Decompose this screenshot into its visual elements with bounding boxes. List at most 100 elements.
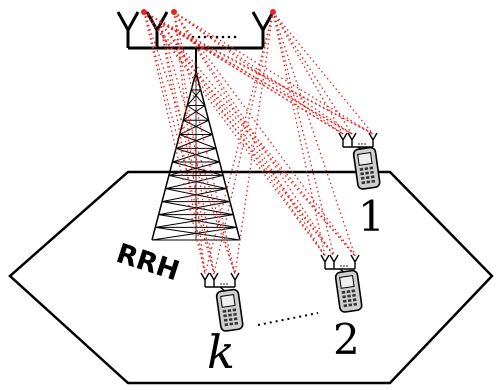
- cell-hexagon: [8, 170, 494, 385]
- link-line: [143, 11, 335, 257]
- antenna-dot: [358, 143, 360, 145]
- phone-key: [365, 176, 370, 180]
- phone-key: [228, 318, 233, 322]
- tower-brace: [179, 134, 217, 149]
- antenna-dot: [364, 143, 366, 145]
- phone-key: [234, 321, 239, 325]
- phone-key: [227, 309, 232, 313]
- phone-key: [233, 317, 238, 321]
- link-line: [159, 21, 236, 275]
- user-k-label: k: [207, 325, 235, 379]
- antenna-dot: [340, 265, 342, 267]
- antenna-dot: [343, 265, 345, 267]
- link-line: [234, 11, 274, 275]
- link-line: [272, 11, 353, 135]
- user-2-device: [320, 254, 363, 313]
- phone-key: [365, 171, 369, 175]
- link-line: [272, 11, 326, 257]
- link-line: [272, 11, 344, 135]
- phone-key: [223, 318, 228, 322]
- tower-leg: [151, 71, 197, 241]
- tower-brace: [172, 147, 217, 163]
- users-dotted-connector: [257, 312, 319, 326]
- tower-brace: [158, 201, 231, 216]
- phone-key: [222, 309, 227, 313]
- phone-key: [228, 313, 232, 317]
- link-line: [272, 11, 374, 135]
- antenna-icon: [116, 11, 140, 48]
- phone-key: [346, 290, 351, 294]
- link-line: [143, 11, 236, 275]
- antenna-icon: [200, 272, 210, 287]
- tower-icon: [151, 48, 241, 241]
- link-line: [159, 21, 326, 257]
- link-line: [173, 11, 326, 257]
- phone-key: [352, 293, 356, 297]
- phone-key: [229, 322, 234, 326]
- link-line: [173, 11, 356, 257]
- link-line: [143, 11, 215, 275]
- antenna-icon: [329, 254, 339, 269]
- mobile-phone-icon: [215, 288, 244, 332]
- antenna-icon: [347, 132, 357, 147]
- link-line: [143, 11, 353, 135]
- phone-key: [352, 298, 357, 302]
- tower-brace: [179, 119, 209, 135]
- link-line: [143, 11, 374, 135]
- tower-brace: [168, 174, 227, 190]
- phone-key: [233, 312, 237, 316]
- phone-screen: [357, 152, 373, 166]
- antenna-dot: [223, 283, 225, 285]
- antenna-icon: [368, 132, 378, 147]
- phone-key: [351, 289, 356, 293]
- link-line: [173, 11, 206, 275]
- antenna-icon: [230, 272, 240, 287]
- tower-brace: [183, 105, 206, 121]
- tower-brace: [155, 214, 234, 228]
- phone-key: [359, 167, 364, 171]
- link-line: [272, 11, 335, 257]
- mobile-phone-icon: [334, 269, 363, 313]
- tower-brace: [151, 226, 237, 241]
- phone-key: [360, 176, 365, 180]
- phone-key: [347, 299, 352, 303]
- antenna-icon: [320, 254, 330, 269]
- link-line: [159, 21, 356, 257]
- phone-key: [370, 175, 375, 179]
- link-line: [143, 11, 326, 257]
- phone-key: [342, 299, 347, 303]
- user-1-label: 1: [358, 192, 385, 241]
- link-line: [173, 11, 374, 135]
- antenna-icon: [145, 11, 169, 48]
- wireless-links: [143, 11, 374, 275]
- phone-key: [371, 179, 376, 183]
- antenna-tips: [141, 9, 276, 15]
- tower-brace: [161, 201, 234, 216]
- users: [200, 132, 381, 332]
- link-line: [173, 11, 335, 257]
- tower-brace: [190, 89, 206, 106]
- antenna-icon: [209, 272, 219, 287]
- phone-key: [341, 290, 346, 294]
- phone-key: [360, 172, 364, 176]
- link-line: [159, 21, 335, 257]
- user-1-device: [338, 132, 381, 190]
- phone-key: [369, 166, 374, 170]
- antenna-dot: [226, 283, 228, 285]
- phone-screen: [339, 275, 355, 289]
- antenna-icon: [350, 254, 360, 269]
- link-line: [159, 21, 353, 135]
- tower-brace: [195, 71, 202, 91]
- phone-key: [343, 304, 348, 308]
- tower-brace: [161, 188, 227, 203]
- phone-key: [364, 167, 369, 171]
- phone-key: [370, 170, 374, 174]
- antenna-dot: [346, 265, 348, 267]
- link-line: [173, 11, 344, 135]
- tower-brace: [186, 89, 202, 106]
- link-line: [204, 11, 274, 275]
- mobile-phone-icon: [352, 146, 381, 190]
- tower-brace: [183, 119, 213, 135]
